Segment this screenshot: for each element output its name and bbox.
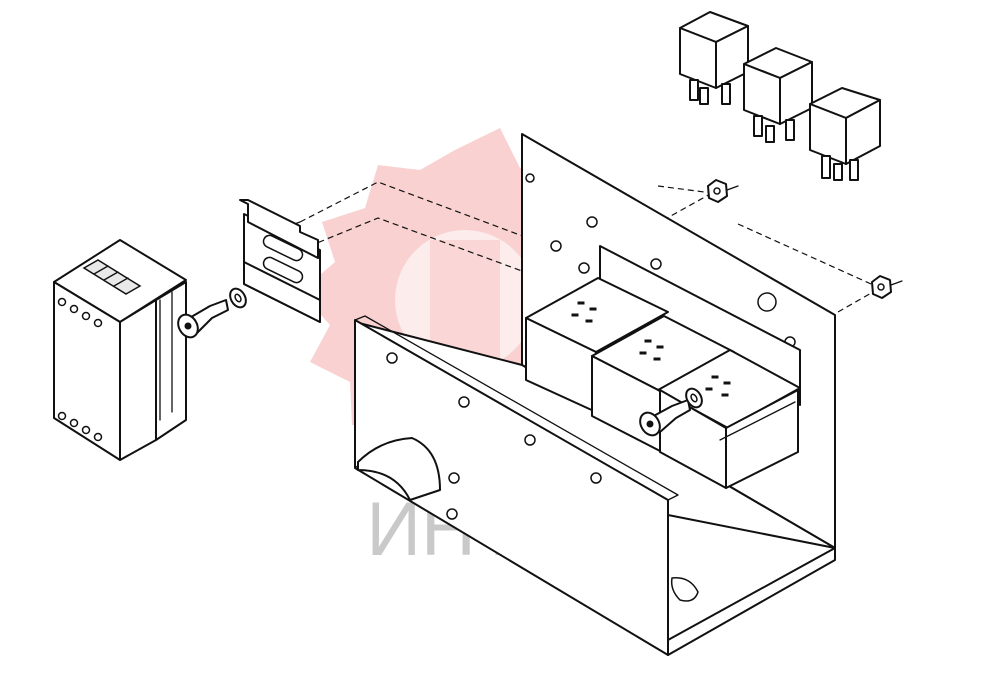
hex-nut xyxy=(871,275,903,299)
automotive-relay xyxy=(809,87,881,181)
automotive-relay xyxy=(743,47,813,143)
automotive-relay xyxy=(679,11,749,105)
relay-module xyxy=(53,239,187,461)
terminal-screw-icon xyxy=(57,297,103,442)
socket-screw xyxy=(639,399,691,437)
din-rail-clip xyxy=(239,199,321,323)
socket-screw xyxy=(177,299,229,339)
washer xyxy=(685,387,703,409)
hex-nut xyxy=(707,179,739,203)
washer xyxy=(229,287,247,309)
